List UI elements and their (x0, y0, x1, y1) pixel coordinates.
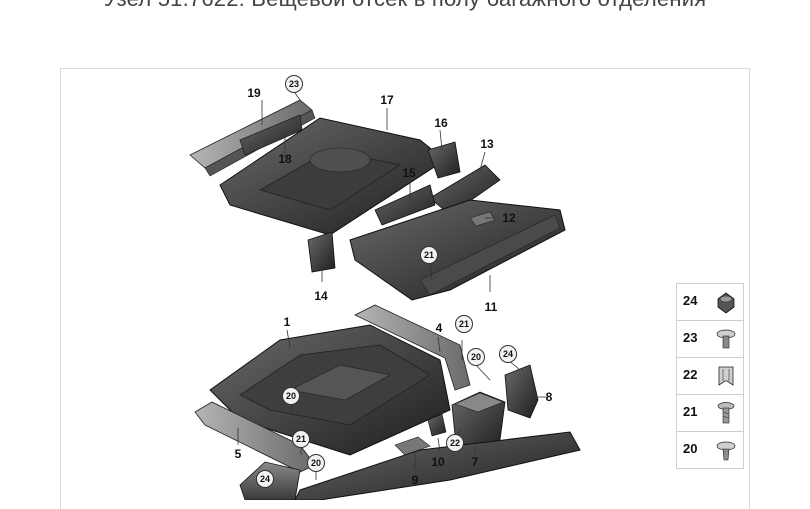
diagram-frame (60, 68, 750, 509)
callout-21-circle: 21 (455, 315, 473, 333)
part-16-cover (427, 141, 461, 179)
callout-16: 16 (434, 116, 448, 130)
page-title: Узел 51.7622: Вещевой отсек в полу багаж… (0, 0, 810, 12)
screw-icon (717, 402, 735, 424)
part-7-box (451, 391, 506, 451)
part-11-trim (349, 199, 566, 301)
callout-20-circle: 20 (467, 348, 485, 366)
callout-8: 8 (545, 390, 553, 404)
part-14-block (307, 231, 336, 273)
callout-5: 5 (234, 447, 242, 461)
callout-21-circle: 21 (420, 246, 438, 264)
part-10-cover (427, 413, 447, 437)
part-17-tray (219, 117, 446, 236)
legend-number: 20 (683, 441, 698, 456)
legend-number: 22 (683, 367, 698, 382)
callout-10: 10 (431, 455, 445, 469)
callout-20-circle: 20 (282, 387, 300, 405)
legend-row: 20 (676, 432, 744, 469)
callout-12: 12 (502, 211, 516, 225)
part-12-clip (469, 211, 496, 227)
callout-14: 14 (314, 289, 328, 303)
callout-1: 1 (283, 315, 291, 329)
legend-row: 23 (676, 321, 744, 358)
expanding-rivet-icon (716, 329, 736, 349)
legend-number: 21 (683, 404, 698, 419)
legend-number: 24 (683, 293, 698, 308)
callout-24-circle: 24 (499, 345, 517, 363)
part-15-panel (374, 184, 436, 226)
part-1-floor (209, 324, 451, 456)
nut-icon (717, 292, 735, 314)
part-9-plate (394, 436, 431, 456)
callout-22-circle: 22 (446, 434, 464, 452)
legend-row: 24 (676, 283, 744, 321)
callout-24-circle: 24 (256, 470, 274, 488)
callout-20-circle: 20 (307, 454, 325, 472)
callout-19: 19 (247, 86, 261, 100)
fastener-legend: 24 23 22 21 20 (676, 283, 744, 469)
callout-13: 13 (480, 137, 494, 151)
callout-18: 18 (278, 152, 292, 166)
callout-9: 9 (411, 473, 419, 487)
legend-number: 23 (683, 330, 698, 345)
clip-nut-icon (718, 366, 734, 386)
callout-15: 15 (402, 166, 416, 180)
part-bottom-rail (294, 431, 581, 500)
rivet-icon (716, 441, 736, 461)
callout-11: 11 (484, 300, 498, 314)
callout-7: 7 (471, 455, 479, 469)
part-4-trim (354, 304, 471, 391)
legend-row: 21 (676, 395, 744, 432)
part-8-bracket (504, 364, 539, 419)
legend-row: 22 (676, 358, 744, 395)
callout-4: 4 (435, 321, 443, 335)
callout-17: 17 (380, 93, 394, 107)
callout-21-circle: 21 (292, 430, 310, 448)
callout-23-circle: 23 (285, 75, 303, 93)
